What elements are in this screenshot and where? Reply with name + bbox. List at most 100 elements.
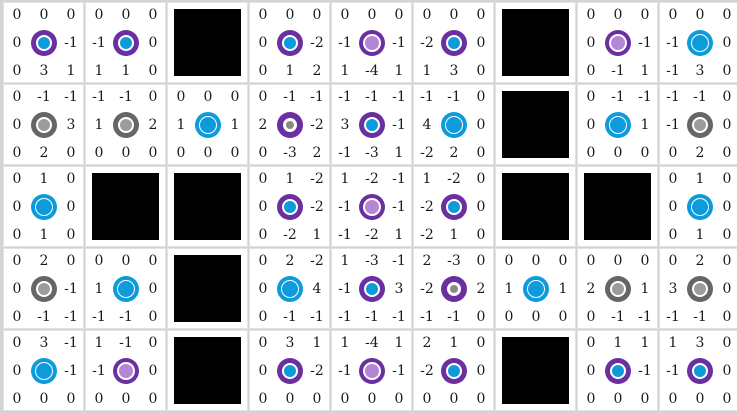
neighbor-value: -1 bbox=[338, 363, 352, 379]
neighbor-value: 0 bbox=[148, 35, 158, 51]
neighbor-value: 0 bbox=[12, 335, 22, 351]
blocked-cell[interactable] bbox=[85, 166, 166, 247]
neighbor-value: 1 bbox=[312, 227, 322, 243]
neighbor-value: 0 bbox=[12, 309, 22, 325]
neighbor-value: -4 bbox=[365, 335, 379, 351]
blocked-cell[interactable] bbox=[495, 166, 576, 247]
blocked-cell[interactable] bbox=[167, 248, 248, 329]
neighbor-value: 0 bbox=[39, 391, 49, 407]
neighbor-value: 2 bbox=[312, 145, 322, 161]
gray-circle-icon bbox=[113, 112, 139, 138]
neighbor-value: 0 bbox=[586, 335, 596, 351]
neighbor-value: 0 bbox=[258, 309, 268, 325]
neighbor-value: -2 bbox=[420, 363, 434, 379]
purple-lilac-circle-icon bbox=[359, 194, 385, 220]
purple-blue-circle-icon bbox=[441, 358, 467, 384]
blocked-cell[interactable] bbox=[495, 2, 576, 83]
blocked-cell[interactable] bbox=[495, 330, 576, 411]
neighbor-value: -1 bbox=[283, 309, 297, 325]
neighbor-value: -2 bbox=[420, 227, 434, 243]
neighbor-value: 2 bbox=[695, 145, 705, 161]
blocked-cell[interactable] bbox=[167, 330, 248, 411]
neighbor-value: -1 bbox=[392, 89, 406, 105]
neighbor-value: 1 bbox=[340, 171, 350, 187]
neighbor-value: 0 bbox=[394, 391, 404, 407]
neighbor-value: 0 bbox=[586, 89, 596, 105]
neighbor-value: 2 bbox=[449, 145, 459, 161]
neighbor-value: -1 bbox=[338, 145, 352, 161]
neighbor-value: 4 bbox=[422, 117, 432, 133]
neighbor-value: -1 bbox=[338, 199, 352, 215]
neighbor-value: 0 bbox=[531, 309, 541, 325]
neighbor-value: 1 bbox=[394, 63, 404, 79]
neighbor-value: 0 bbox=[66, 227, 76, 243]
neighbor-value: 1 bbox=[640, 117, 650, 133]
neighbor-value: 1 bbox=[340, 335, 350, 351]
blocked-cell[interactable] bbox=[167, 166, 248, 247]
neighbor-value: 1 bbox=[449, 227, 459, 243]
neighbor-value: -1 bbox=[64, 35, 78, 51]
neighbor-value: 1 bbox=[449, 335, 459, 351]
neighbor-value: -1 bbox=[611, 89, 625, 105]
neighbor-value: -1 bbox=[119, 335, 133, 351]
neighbor-value: -1 bbox=[64, 363, 78, 379]
neighbor-value: 0 bbox=[12, 89, 22, 105]
blocked-cell[interactable] bbox=[577, 166, 658, 247]
neighbor-value: 0 bbox=[176, 89, 186, 105]
neighbor-value: 0 bbox=[367, 7, 377, 23]
blocked-cell[interactable] bbox=[167, 2, 248, 83]
neighbor-value: 0 bbox=[722, 335, 732, 351]
neighbor-value: -1 bbox=[37, 309, 51, 325]
neighbor-value: 0 bbox=[94, 145, 104, 161]
neighbor-value: 0 bbox=[258, 227, 268, 243]
neighbor-value: 1 bbox=[121, 63, 131, 79]
neighbor-value: 0 bbox=[312, 7, 322, 23]
neighbor-value: -1 bbox=[666, 35, 680, 51]
neighbor-value: 0 bbox=[148, 309, 158, 325]
neighbor-value: -1 bbox=[310, 309, 324, 325]
blocked-cell[interactable] bbox=[495, 84, 576, 165]
neighbor-value: 0 bbox=[258, 253, 268, 269]
neighbor-value: 0 bbox=[94, 391, 104, 407]
neighbor-value: 2 bbox=[586, 281, 596, 297]
neighbor-value: 0 bbox=[586, 363, 596, 379]
neighbor-value: 3 bbox=[39, 63, 49, 79]
neighbor-value: 0 bbox=[12, 35, 22, 51]
neighbor-value: 0 bbox=[258, 35, 268, 51]
